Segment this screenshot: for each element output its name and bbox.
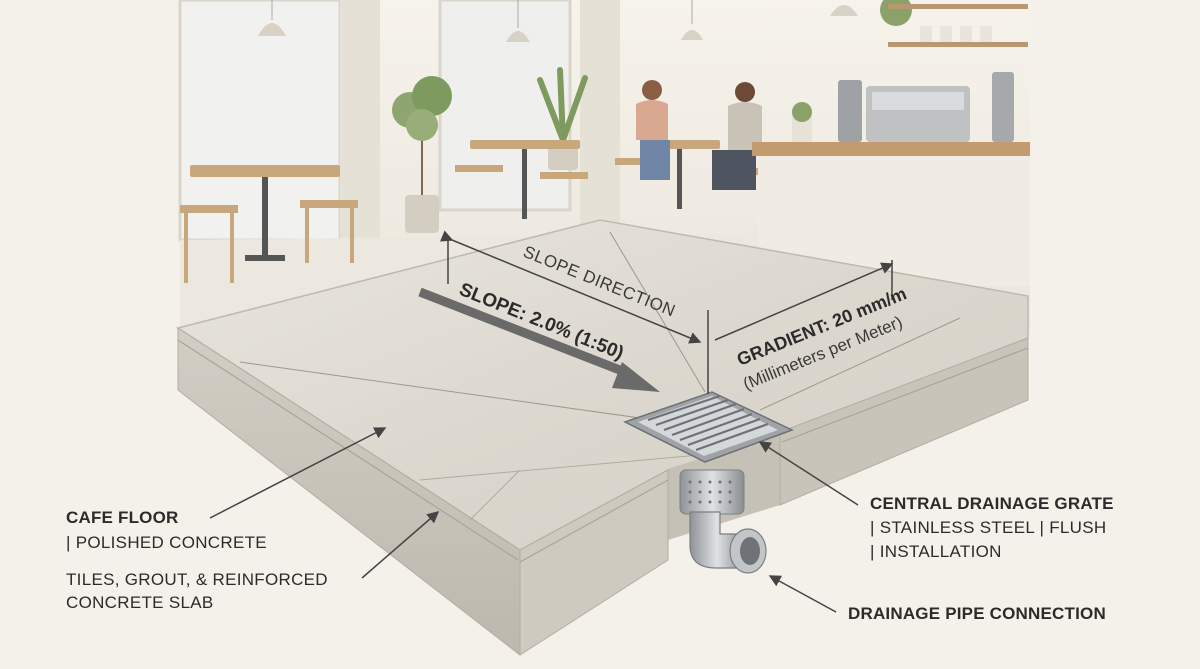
- layers-label-line1: TILES, GROUT, & REINFORCED: [66, 570, 328, 589]
- grate-material: | STAINLESS STEEL | FLUSH: [870, 518, 1107, 537]
- pipe-connection-label: DRAINAGE PIPE CONNECTION: [848, 604, 1106, 623]
- pendant-lamp-icon: [258, 0, 858, 42]
- grate-title: CENTRAL DRAINAGE GRATE: [870, 494, 1114, 513]
- drainage-grate-icon: [623, 391, 794, 463]
- layers-label-line2: CONCRETE SLAB: [66, 593, 214, 612]
- cafe-furniture: [180, 140, 760, 283]
- grate-installation: | INSTALLATION: [870, 542, 1002, 561]
- plant-icon: [392, 0, 912, 233]
- seated-people: [636, 80, 762, 190]
- cafe-floor-material: | POLISHED CONCRETE: [66, 533, 267, 552]
- leader-lines: [209, 427, 859, 613]
- drainage-pipe-icon: [679, 469, 767, 574]
- cafe-floor-title: CAFE FLOOR: [66, 508, 179, 527]
- concrete-slab: [176, 219, 1029, 657]
- dimension-lines: [440, 230, 894, 394]
